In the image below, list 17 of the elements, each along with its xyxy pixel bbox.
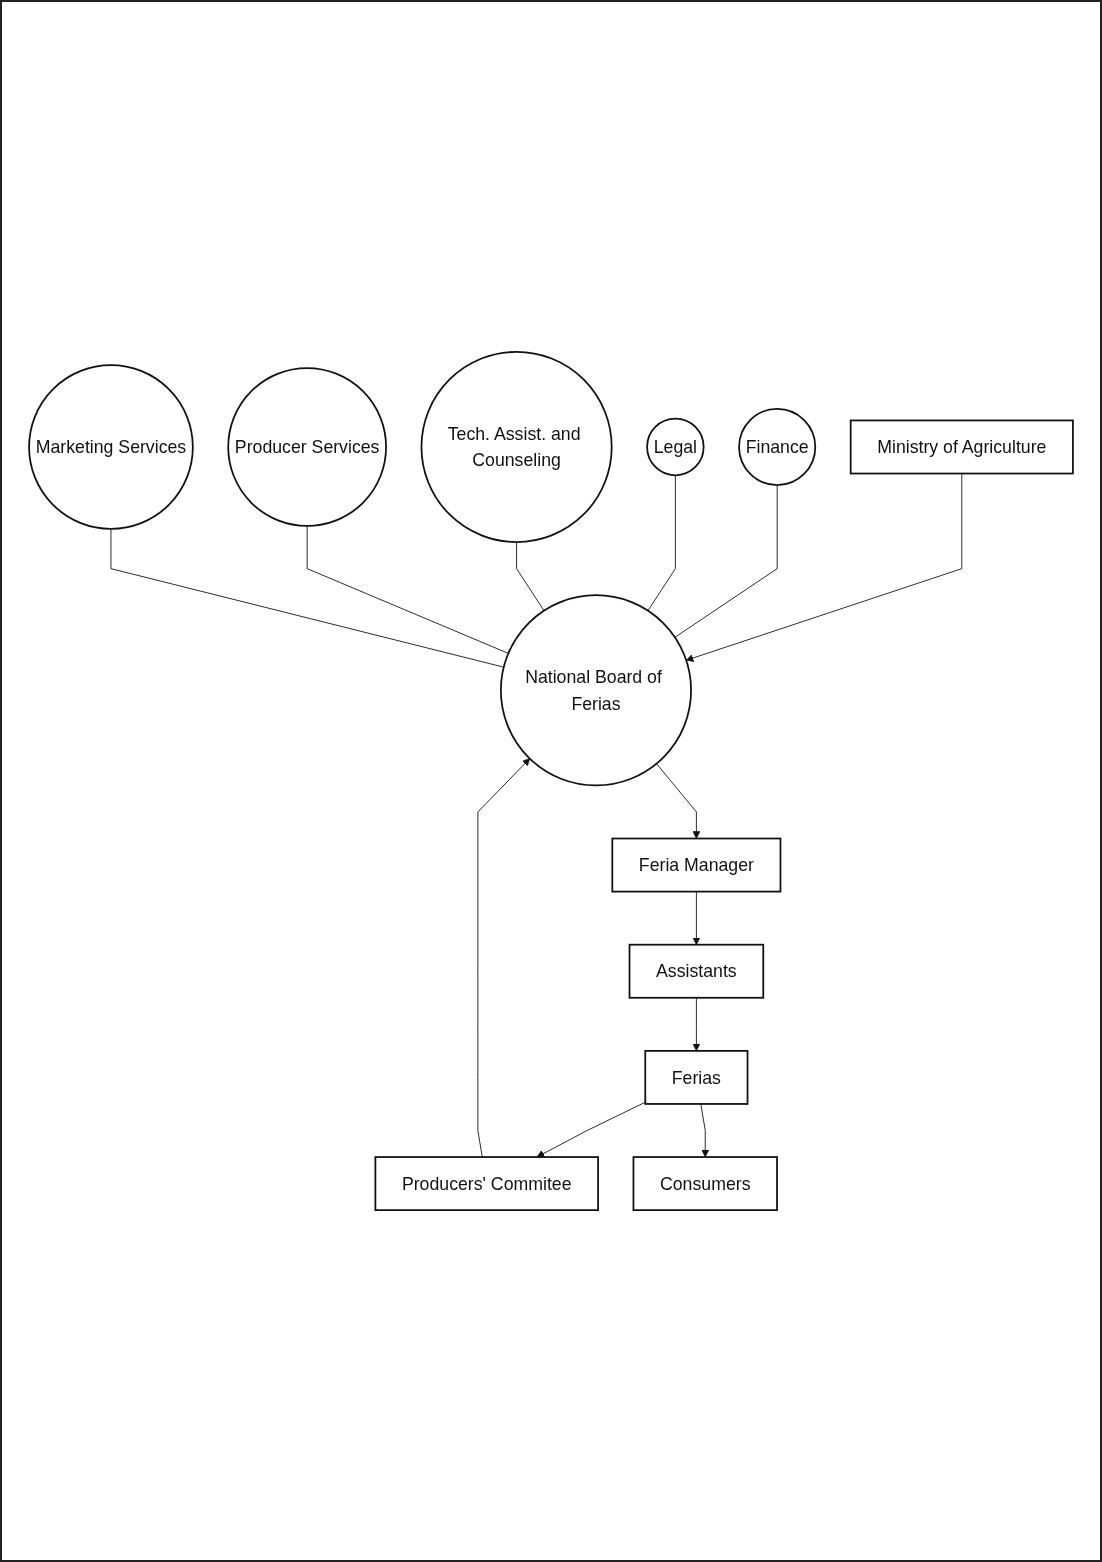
node-circle: Tech. Assist. and Counseling [420, 351, 613, 543]
connector [674, 484, 778, 638]
node-circle: National Board of Ferias [499, 594, 692, 787]
node-box: Producers' Commitee [374, 1156, 599, 1211]
node-box: Assistants [628, 943, 765, 999]
connector [110, 528, 505, 668]
node-circle: Legal [646, 417, 705, 477]
node-box: Ministry of Agriculture [849, 419, 1074, 475]
node-circle: Finance [738, 408, 817, 486]
node-circle: Marketing Services [28, 364, 194, 530]
node-circle: Producer Services [227, 367, 387, 527]
connector [647, 474, 676, 612]
connector [516, 541, 545, 612]
node-box: Ferias [644, 1050, 749, 1105]
node-box: Feria Manager [611, 837, 782, 893]
connector [306, 525, 509, 654]
node-box: Consumers [632, 1156, 778, 1211]
